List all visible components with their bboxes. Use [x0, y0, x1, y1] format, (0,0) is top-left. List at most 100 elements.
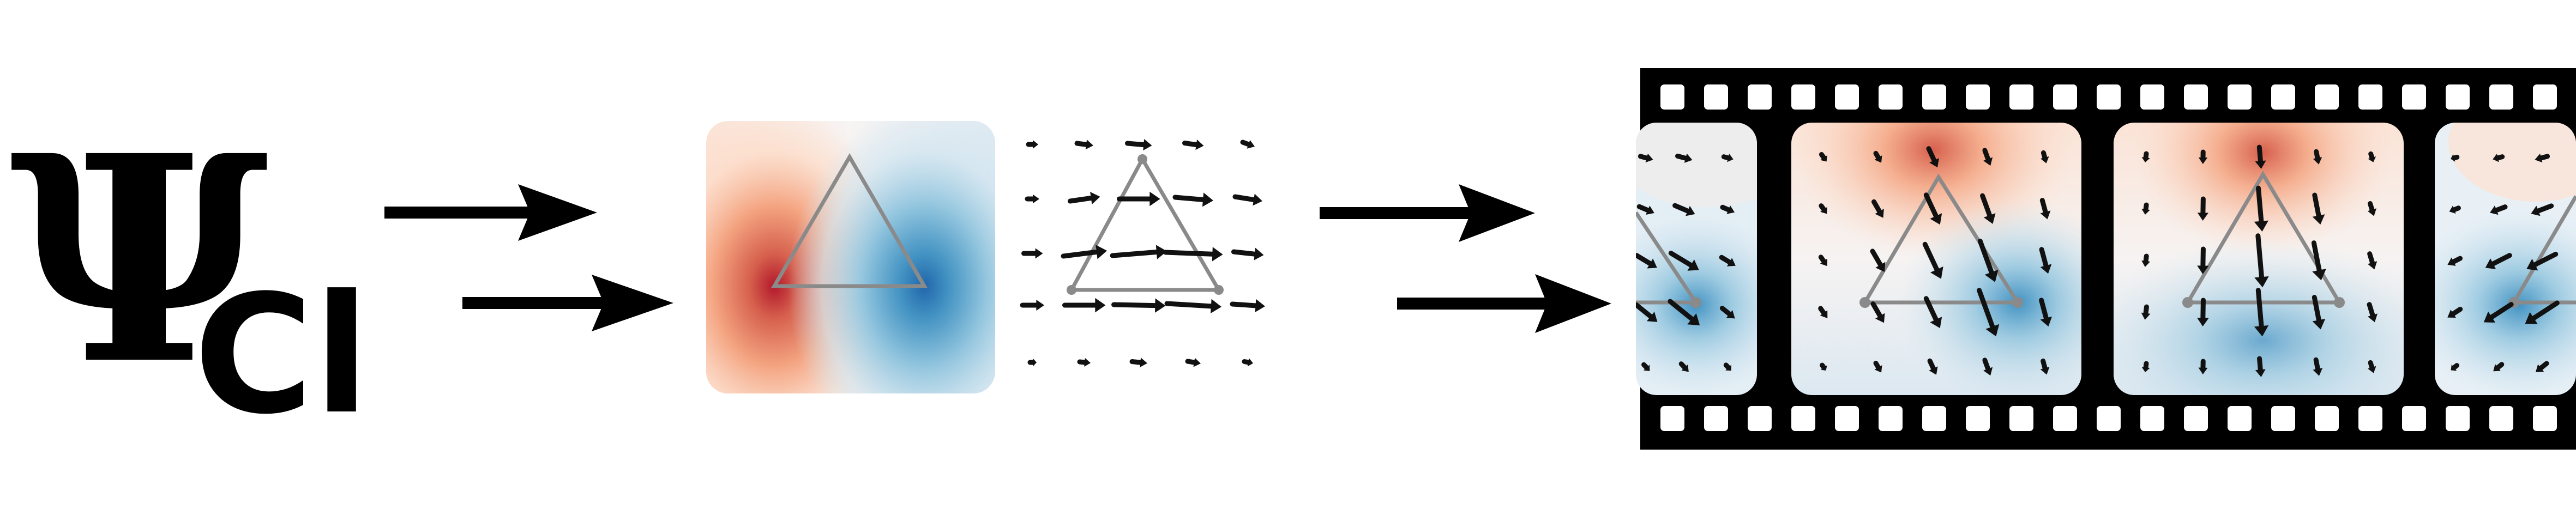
input-arrows: [384, 184, 673, 331]
field-arrow-icon: [1068, 191, 1100, 204]
field-arrow-icon: [1129, 358, 1147, 367]
field-arrow-icon: [2311, 240, 2326, 281]
field-arrow-icon: [1110, 245, 1167, 259]
field-arrow-icon: [1672, 203, 1695, 216]
dipole-density-map: [706, 121, 995, 393]
sprocket-hole: [2489, 84, 2513, 110]
field-arrow-icon: [1641, 362, 1650, 371]
field-arrow-icon: [1026, 140, 1038, 149]
field-arrow-icon: [2039, 298, 2052, 327]
field-arrow-icon: [2367, 201, 2376, 216]
field-arrow-icon: [1182, 140, 1204, 150]
field-arrow-icon: [1668, 299, 1700, 326]
sprocket-hole: [1879, 84, 1903, 110]
field-arrow-icon: [2483, 302, 2514, 323]
field-arrow-icon: [2493, 154, 2505, 162]
field-arrow-icon: [2141, 304, 2151, 320]
field-arrow-icon: [1721, 154, 1734, 162]
sprocket-hole: [2228, 406, 2252, 431]
field-arrow-icon: [1240, 140, 1255, 149]
field-arrow-icon: [2198, 149, 2208, 164]
field-arrow-icon: [2039, 247, 2052, 274]
field-arrow-icon: [1977, 288, 2000, 337]
film-strip: [1636, 68, 2576, 450]
field-arrow-icon: [1870, 301, 1885, 323]
field-arrow-icon: [1870, 249, 1886, 272]
sprocket-hole: [2140, 84, 2164, 110]
sprocket-hole: [2140, 406, 2164, 431]
field-arrow-icon: [1025, 194, 1039, 204]
field-arrow-icon: [1818, 306, 1828, 319]
field-arrow-icon: [2485, 253, 2512, 269]
sprocket-hole: [2053, 84, 2077, 110]
sprocket-hole: [2315, 406, 2339, 431]
field-arrow-icon: [2254, 288, 2269, 337]
sprocket-hole: [2533, 84, 2557, 110]
field-arrow-icon: [2493, 362, 2505, 372]
field-arrow-icon: [1923, 296, 1942, 329]
sprocket-hole: [1704, 406, 1728, 431]
psi-cl-symbol: Ψ Cl: [10, 94, 370, 450]
sprocket-hole: [2053, 406, 2077, 431]
field-arrow-icon: [2040, 150, 2049, 163]
field-arrow-icon: [1818, 255, 1828, 266]
field-arrow-icon: [2197, 246, 2209, 274]
field-arrow-icon: [2254, 185, 2268, 232]
vector-field-arrows: [1020, 139, 1265, 367]
sprocket-hole: [2446, 406, 2470, 431]
field-arrow-icon: [2451, 363, 2459, 371]
film-frame-4: [2435, 123, 2576, 395]
field-arrow-icon: [2313, 357, 2323, 376]
sprocket-hole: [1922, 406, 1946, 431]
output-arrow-lower-icon: [1397, 274, 1611, 333]
field-arrow-icon: [1638, 153, 1653, 163]
output-arrow-upper-icon: [1320, 184, 1535, 242]
field-arrow-icon: [1927, 358, 1938, 375]
sprocket-hole: [1966, 406, 1990, 431]
field-arrow-icon: [1636, 302, 1658, 322]
field-arrow-icon: [1164, 299, 1221, 314]
sprocket-hole: [1791, 406, 1815, 431]
field-arrow-icon: [2367, 251, 2378, 270]
cl-subscript: Cl: [194, 260, 370, 450]
field-arrow-icon: [1873, 360, 1882, 373]
field-arrow-icon: [1923, 192, 1942, 225]
input-arrow-upper-icon: [384, 184, 597, 241]
field-arrow-icon: [1922, 241, 1943, 279]
sprocket-hole: [2184, 406, 2208, 431]
field-arrow-icon: [1668, 251, 1699, 271]
field-arrow-icon: [1719, 255, 1736, 266]
sprocket-hole: [1660, 84, 1684, 110]
sprocket-hole: [1748, 406, 1772, 431]
field-arrow-icon: [2489, 204, 2508, 215]
field-arrow-icon: [1125, 139, 1152, 151]
field-arrow-icon: [2141, 253, 2151, 267]
sprocket-hole: [2184, 84, 2208, 110]
field-arrow-icon: [1982, 358, 1993, 376]
sprocket-hole: [2446, 84, 2470, 110]
field-arrow-icon: [1820, 362, 1827, 371]
field-arrow-icon: [2535, 361, 2549, 373]
field-arrow-icon: [1163, 247, 1223, 262]
sprocket-hole: [2489, 406, 2513, 431]
film-frame-1: [1636, 123, 1757, 395]
sprocket-hole: [2009, 84, 2033, 110]
vector-field: [1020, 139, 1265, 367]
field-arrow-icon: [1172, 192, 1213, 207]
field-arrow-icon: [1819, 203, 1827, 214]
field-arrow-icon: [1723, 362, 1731, 371]
molecule-triangle: [771, 153, 928, 288]
field-arrow-icon: [2039, 198, 2051, 220]
sprocket-hole: [1922, 84, 1946, 110]
sprocket-hole: [2009, 406, 2033, 431]
field-arrow-icon: [1871, 199, 1884, 218]
field-arrow-icon: [2254, 233, 2269, 288]
field-arrow-icon: [2525, 300, 2560, 324]
sprocket-hole: [2097, 406, 2121, 431]
film-frame-2: [1791, 123, 2081, 395]
sprocket-hole: [2358, 406, 2382, 431]
field-arrow-icon: [2447, 256, 2463, 266]
field-arrow-icon: [2198, 359, 2208, 374]
field-arrow-icon: [2447, 306, 2463, 318]
field-arrow-icon: [1819, 152, 1827, 162]
